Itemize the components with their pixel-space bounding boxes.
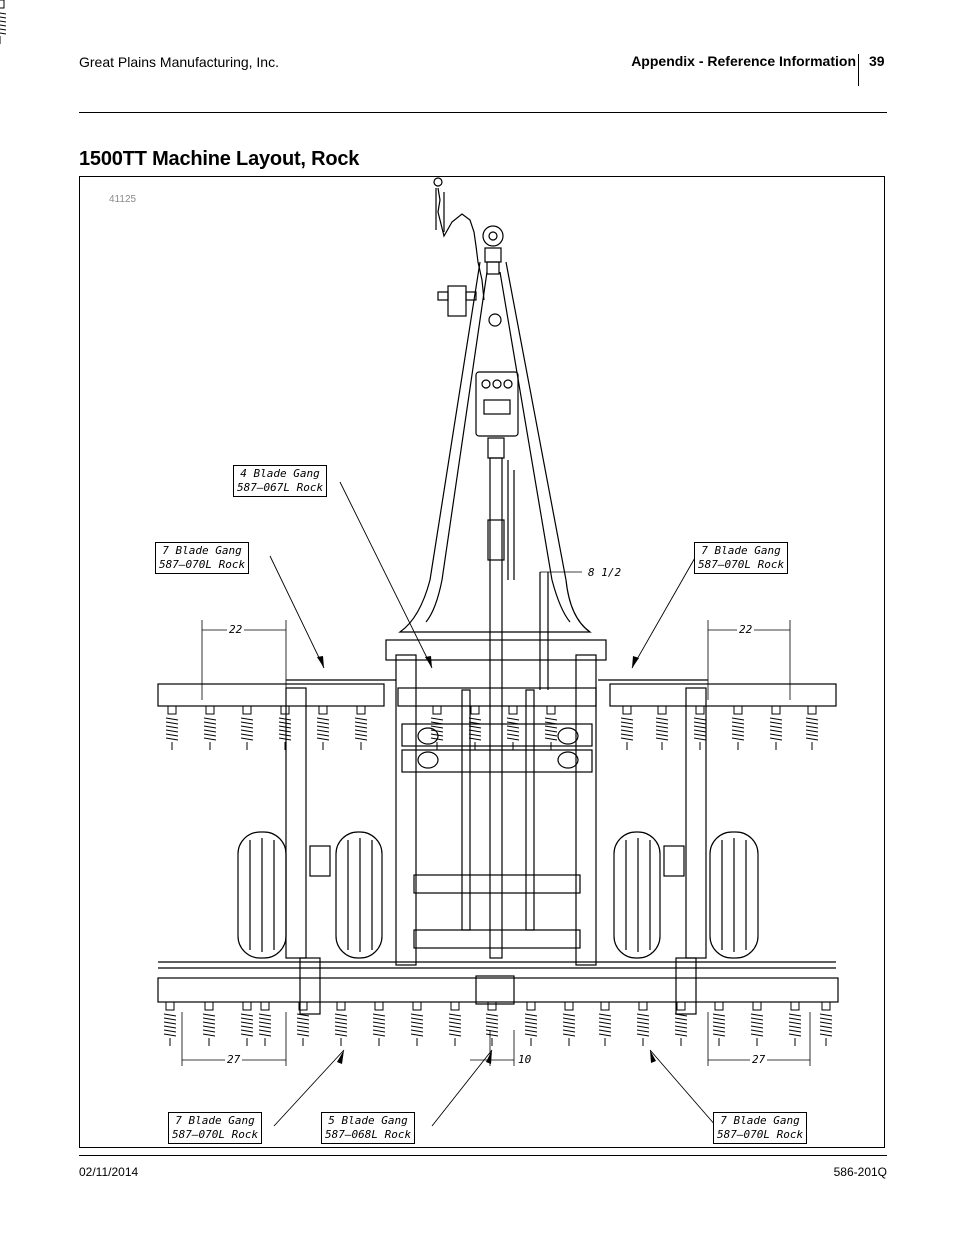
header-rule <box>79 112 887 113</box>
dimension-lines <box>181 571 811 1066</box>
header-company: Great Plains Manufacturing, Inc. <box>79 54 279 70</box>
callout-4-blade-gang: 4 Blade Gang 587–067L Rock <box>233 465 328 497</box>
footer-rule <box>79 1155 887 1156</box>
callout-line-1: 7 Blade Gang <box>701 544 781 557</box>
callout-leaders <box>269 481 717 1127</box>
figure-id: 41125 <box>109 194 137 205</box>
page-title: 1500TT Machine Layout, Rock <box>79 148 360 170</box>
callout-line-1: 7 Blade Gang <box>162 544 242 557</box>
callout-line-2: 587–070L Rock <box>698 558 785 571</box>
callout-7-blade-gang-front-left: 7 Blade Gang 587–070L Rock <box>155 542 250 574</box>
callout-line-2: 587–068L Rock <box>325 1128 412 1141</box>
callout-line-1: 7 Blade Gang <box>720 1114 800 1127</box>
callout-line-1: 7 Blade Gang <box>175 1114 255 1127</box>
callout-line-2: 587–070L Rock <box>172 1128 259 1141</box>
callout-7-blade-gang-front-right: 7 Blade Gang 587–070L Rock <box>694 542 789 574</box>
callout-line-1: 4 Blade Gang <box>240 467 320 480</box>
rear-blade-gangs <box>163 1001 833 1047</box>
callout-line-2: 587–067L Rock <box>237 481 324 494</box>
figure-frame <box>79 176 885 1148</box>
dimension-front-right: 22 <box>737 623 755 636</box>
dimension-center-offset: 8 1/2 <box>586 566 624 579</box>
page-number: 39 <box>869 53 885 69</box>
dimension-rear-right: 27 <box>750 1053 768 1066</box>
header-divider <box>858 54 859 86</box>
jack-stand <box>437 285 502 327</box>
callout-7-blade-gang-rear-left: 7 Blade Gang 587–070L Rock <box>168 1112 263 1144</box>
tongue-frame <box>398 261 592 633</box>
header-section: Appendix - Reference Information <box>631 53 856 69</box>
dimension-rear-center: 10 <box>516 1053 534 1066</box>
hitch-clevis <box>482 225 504 275</box>
dimension-front-left: 22 <box>227 623 245 636</box>
front-blade-gangs <box>0 0 819 751</box>
callout-line-2: 587–070L Rock <box>717 1128 804 1141</box>
wheels <box>237 831 759 959</box>
dimension-rear-left: 27 <box>225 1053 243 1066</box>
main-frame <box>385 639 607 966</box>
callout-line-2: 587–070L Rock <box>159 558 246 571</box>
center-pole <box>487 437 549 959</box>
callout-7-blade-gang-rear-right: 7 Blade Gang 587–070L Rock <box>713 1112 808 1144</box>
callout-5-blade-gang: 5 Blade Gang 587–068L Rock <box>321 1112 416 1144</box>
footer-date: 02/11/2014 <box>79 1165 139 1179</box>
rear-gang-bars <box>157 957 839 1015</box>
callout-line-1: 5 Blade Gang <box>328 1114 408 1127</box>
footer-doc-number: 586-201Q <box>833 1165 887 1179</box>
leader-arrowheads <box>317 656 656 1064</box>
safety-chain <box>433 177 485 301</box>
